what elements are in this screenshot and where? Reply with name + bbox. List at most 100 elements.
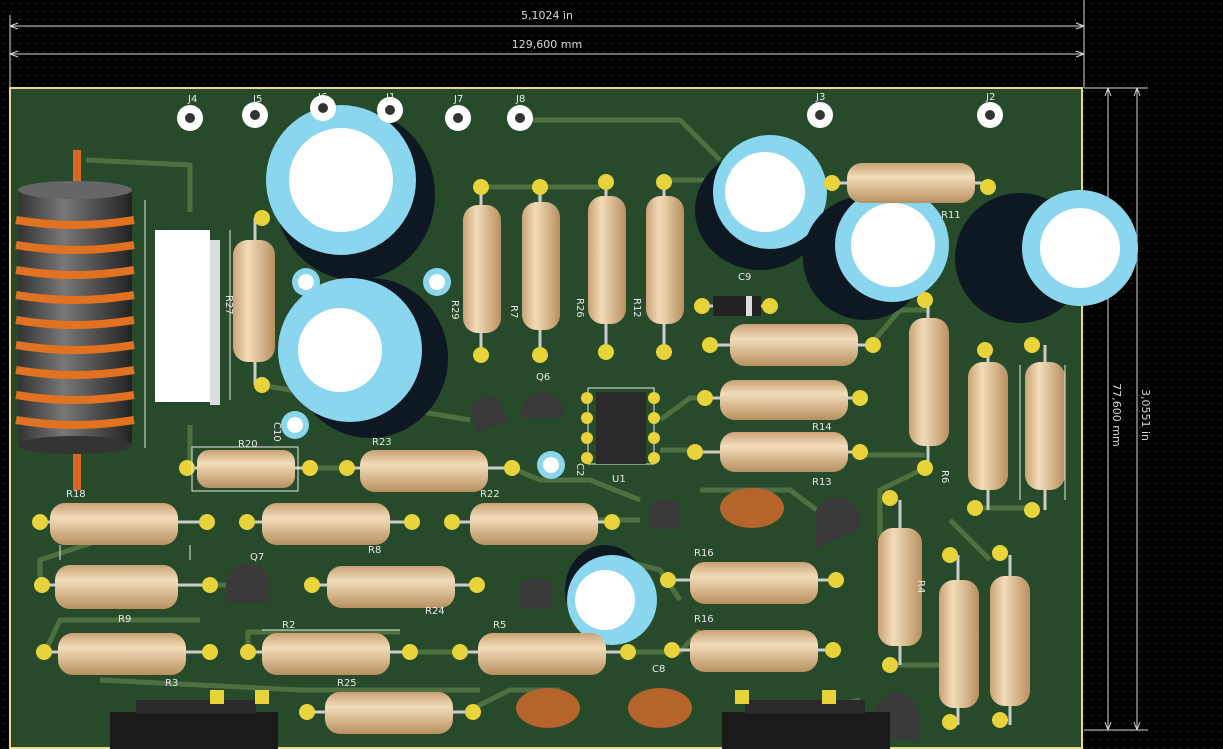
resistor-r27[interactable] [233, 210, 275, 393]
resistor-r20[interactable] [179, 450, 318, 488]
c10-label: C10 [271, 422, 282, 442]
resistor-r8[interactable] [239, 503, 420, 545]
transistor-q7[interactable] [226, 563, 270, 603]
resistor-r25[interactable] [299, 692, 481, 734]
capacitor-c-bottom[interactable] [565, 545, 657, 645]
c9-label: C9 [738, 272, 751, 283]
resistor-r4[interactable] [878, 490, 922, 673]
resistor-r13[interactable] [687, 432, 868, 472]
small-cap-left-top[interactable] [292, 268, 320, 296]
transistor-mid[interactable] [650, 499, 680, 529]
r27-label: R27 [223, 295, 234, 315]
r24-label: R24 [425, 606, 445, 617]
r9-label: R9 [118, 614, 131, 625]
small-cap-c10[interactable] [281, 411, 309, 439]
resistor-r22[interactable] [444, 503, 620, 545]
small-cap-c2[interactable] [537, 451, 565, 479]
resistor-r29[interactable] [463, 179, 501, 363]
j8-label: J8 [515, 94, 525, 105]
r2-label: R2 [282, 620, 295, 631]
transistor-q2[interactable] [520, 578, 552, 609]
r8-label: R8 [368, 545, 381, 556]
r23-label: R23 [372, 437, 392, 448]
resistor-bottom-right-h[interactable] [664, 630, 841, 672]
j4-label: J4 [187, 94, 197, 105]
resistor-r23[interactable] [339, 450, 520, 492]
r25-label: R25 [337, 678, 357, 689]
j2-label: J2 [985, 92, 995, 103]
u1-label: U1 [612, 474, 626, 485]
resistor-right-edge[interactable] [1024, 337, 1065, 518]
resistor-top-right-h[interactable] [702, 324, 881, 366]
resistor-r16[interactable] [660, 562, 844, 604]
resistor-r3[interactable] [36, 633, 218, 675]
c8-label: C8 [652, 664, 665, 675]
r29-label: R29 [449, 300, 460, 320]
j1-label: J1 [385, 92, 395, 103]
resistor-r12[interactable] [646, 174, 684, 360]
resistor-r9[interactable] [34, 565, 218, 609]
r13-label: R13 [812, 477, 832, 488]
inductor-coil[interactable] [15, 150, 135, 490]
r11-label: R11 [941, 210, 961, 221]
height-inch-label: 3,0551 in [1139, 389, 1152, 441]
r22-label: R22 [480, 489, 500, 500]
j3-label: J3 [815, 92, 825, 103]
resistor-r2[interactable] [240, 633, 418, 675]
ceramic-cap-c8[interactable] [628, 688, 692, 728]
ceramic-cap-bottom-left[interactable] [516, 688, 580, 728]
diode[interactable] [694, 296, 778, 316]
j5-label: J5 [252, 94, 262, 105]
r7-label: R7 [508, 305, 519, 318]
r4-label: R4 [915, 580, 926, 593]
capacitor-c-right-2[interactable] [955, 190, 1138, 323]
resistor-r19[interactable] [909, 292, 949, 476]
small-cap-right-top[interactable] [423, 268, 451, 296]
resistor-r18[interactable] [32, 503, 215, 545]
transistor-right[interactable] [815, 497, 861, 548]
transistor-q6[interactable] [522, 392, 564, 418]
resistor-r14[interactable] [697, 380, 868, 420]
transistor-left-of-q6[interactable] [467, 392, 508, 433]
silkscreen-outlines [59, 200, 1066, 631]
screw-terminal-right[interactable] [722, 690, 890, 749]
r20-label: R20 [238, 439, 258, 450]
white-component[interactable] [155, 230, 210, 402]
capacitor-c9[interactable] [695, 135, 827, 270]
capacitor-c-mid-left[interactable] [278, 278, 448, 438]
r18-label: R18 [66, 489, 86, 500]
ic-u1[interactable] [581, 387, 660, 465]
ceramic-cap-mid[interactable] [720, 488, 784, 528]
c2-label: C2 [574, 463, 585, 476]
resistor-r26[interactable] [588, 174, 626, 360]
capacitor-c-right-1[interactable] [803, 188, 949, 320]
j7-label: J7 [453, 94, 463, 105]
q7-label: Q7 [250, 552, 264, 563]
resistor-r6[interactable] [967, 342, 1008, 516]
resistor-r24[interactable] [304, 566, 485, 608]
dimension-width [9, 0, 1085, 88]
resistor-bottom-right-1[interactable] [939, 547, 979, 730]
capacitor-c-top-left[interactable] [266, 105, 435, 280]
r12-label: R12 [631, 298, 642, 318]
r16-label-top: R16 [694, 548, 714, 559]
resistor-r11[interactable] [824, 163, 996, 203]
j6-label: J6 [317, 92, 327, 103]
height-mm-label: 77,600 mm [1110, 383, 1123, 446]
resistor-r7[interactable] [522, 179, 560, 363]
dimension-height [1084, 87, 1148, 731]
r16-label: R16 [694, 614, 714, 625]
r3-label: R3 [165, 678, 178, 689]
r26-label: R26 [574, 298, 585, 318]
width-inch-label: 5,1024 in [521, 9, 573, 22]
r5-label: R5 [493, 620, 506, 631]
width-mm-label: 129,600 mm [512, 38, 582, 51]
white-component-side [210, 240, 220, 405]
resistor-bottom-right-2[interactable] [990, 545, 1030, 728]
connector-pins[interactable] [177, 95, 1003, 131]
screw-terminal-left[interactable] [110, 690, 278, 749]
resistor-r5[interactable] [452, 633, 636, 675]
r6-label: R6 [939, 470, 950, 483]
